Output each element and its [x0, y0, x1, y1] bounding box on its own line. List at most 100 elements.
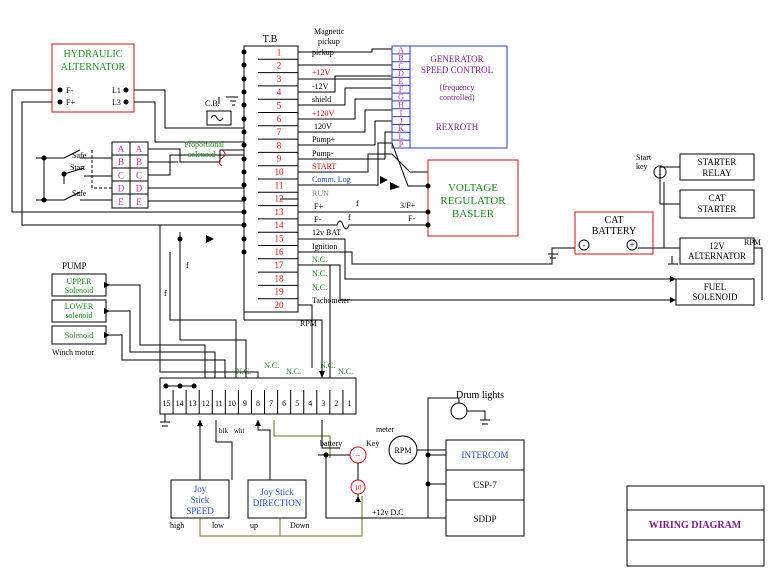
gen-letter-B: B	[398, 54, 403, 63]
sddp-label: SDDP	[473, 514, 496, 524]
start-switch-label: Start	[70, 163, 86, 172]
tb-row-8: 8	[277, 140, 282, 150]
joy-low: low	[212, 521, 224, 530]
vreg-3f: 3/F+	[400, 201, 416, 210]
prop-solenoid-2: solenoid	[188, 150, 215, 159]
tb-row-11: 11	[275, 180, 284, 190]
nc-label-3: N.C.	[312, 283, 327, 292]
lower-solenoid-2: solenoid	[65, 311, 92, 320]
run-label: RUN	[312, 189, 329, 198]
gen-letter-D: D	[398, 69, 404, 78]
tb-title: T.B	[263, 34, 278, 45]
gen-letter-H: H	[398, 101, 404, 110]
tb-row-16: 16	[275, 247, 285, 257]
f-mark-2: f	[356, 199, 359, 208]
arrowheads	[104, 176, 676, 502]
f-mark-3: f	[186, 261, 189, 270]
fuel-1: FUEL	[704, 282, 727, 292]
alt12-2: ALTERNATOR	[688, 251, 746, 261]
gen-letter-A: A	[398, 46, 404, 55]
switch-letter-A-2: A	[136, 144, 143, 154]
circuit-breaker	[206, 110, 232, 126]
tb2-nc-2: N.C.	[264, 361, 279, 370]
tb-row-7: 7	[277, 127, 282, 137]
plus12v-label: +12V	[312, 68, 331, 77]
joy-high: high	[170, 521, 184, 530]
gen-letter-E: E	[399, 77, 404, 86]
tb-row-12: 12	[275, 194, 284, 204]
junction-dots	[41, 49, 431, 487]
cat-battery-2: BATTERY	[592, 226, 636, 237]
minus12v-label: -12V	[312, 82, 329, 91]
gen-title-1: GENERATOR	[430, 54, 483, 64]
cb-label: C.B.	[205, 99, 220, 108]
pickup-label-1: pickup	[318, 37, 340, 46]
tb2-nc-4: N.C.	[320, 361, 335, 370]
f-mark-1: f	[348, 213, 351, 222]
bat-label: 12v BAT	[312, 228, 341, 237]
plus120v-label: +120V	[312, 109, 335, 118]
tb-row-18: 18	[275, 273, 285, 283]
tb-row-10: 10	[275, 167, 285, 177]
switch-letter-C-1: C	[118, 170, 124, 180]
gen-letter-L: L	[399, 132, 404, 141]
tb2-cell-8: 8	[256, 399, 260, 408]
winch-solenoid: Solenoid	[65, 331, 93, 340]
pickup-label-2: pickup	[312, 48, 334, 57]
tb-row-2: 2	[277, 61, 282, 71]
tb2-cell-15: 15	[163, 399, 171, 408]
key-minus: −	[355, 451, 361, 462]
battery-plus: +	[629, 240, 634, 250]
switch-letter-C-2: C	[136, 170, 142, 180]
switch-letter-E-1: E	[118, 197, 124, 207]
gen-letter-K: K	[398, 124, 404, 133]
tb-row-9: 9	[277, 154, 282, 164]
drum-lights-label: Drum lights	[456, 390, 504, 401]
intercom-label: INTERCOM	[462, 450, 509, 460]
battery-minus: -	[583, 240, 586, 250]
tb2-cell-2: 2	[334, 399, 338, 408]
hyd-l3: L3	[112, 98, 121, 107]
tachometer-label: Tachometer	[312, 296, 350, 305]
alt12-rpm: RPM	[744, 238, 761, 247]
joy-up: up	[250, 521, 258, 530]
switch-letter-A-1: A	[118, 144, 125, 154]
tb2-nc-5: N.C.	[338, 367, 353, 376]
tb-row-14: 14	[275, 220, 285, 230]
tb-row-19: 19	[275, 287, 285, 297]
gen-letter-J: J	[399, 116, 402, 125]
hyd-l1: L1	[112, 86, 121, 95]
shield-label: shield	[312, 95, 331, 104]
ignition-label: Ignition	[312, 242, 337, 251]
tb-row-20: 20	[275, 300, 285, 310]
tb-row-6: 6	[277, 114, 282, 124]
gen-sub-1: (frequency	[440, 83, 475, 92]
switch-letter-D-2: D	[136, 184, 143, 194]
tb2-cell-11: 11	[215, 399, 223, 408]
pump-minus-label: Pump-	[312, 149, 334, 158]
hydraulic-alternator-box	[51, 43, 135, 113]
tb-f-minus-label: F-	[314, 215, 321, 224]
12v-alternator-box	[679, 237, 755, 265]
key-label: Key	[366, 439, 379, 448]
switch-letter-B-2: B	[136, 157, 142, 167]
cat-battery-box	[574, 211, 654, 255]
tb-row-17: 17	[275, 260, 285, 270]
starter-relay-2: RELAY	[702, 168, 732, 178]
upper-solenoid-1: UPPER	[67, 277, 93, 286]
tb2-cell-6: 6	[282, 399, 286, 408]
v120-label: 120V	[314, 122, 332, 131]
tb2-nc-1: N.C.	[236, 367, 251, 376]
joy-dir-1: Joy Stick	[260, 487, 294, 497]
hydraulic-title-2: ALTERNATOR	[61, 62, 126, 73]
tb2-cell-1: 1	[347, 399, 351, 408]
gen-maker: REXROTH	[436, 122, 479, 132]
blk-label: blk	[219, 427, 228, 435]
voltage-regulator-box	[427, 159, 519, 237]
switch-letter-D-1: D	[118, 184, 125, 194]
drum-light	[450, 402, 468, 420]
prop-solenoid-1: Proportional	[184, 140, 225, 149]
starter-relay-1: STARTER	[698, 157, 737, 167]
joystick-direction-box	[247, 479, 307, 519]
